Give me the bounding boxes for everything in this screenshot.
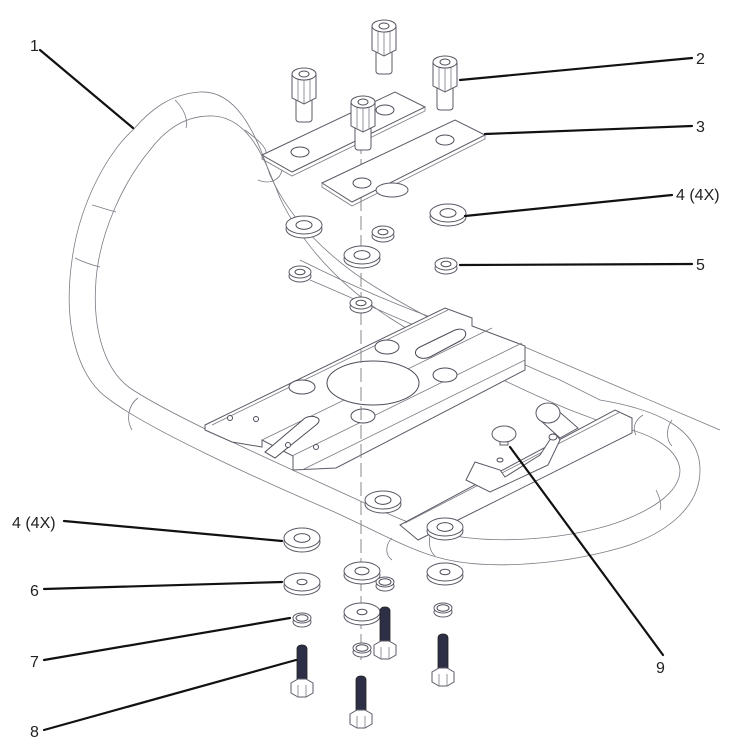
leader-7	[42, 616, 292, 662]
grommet-washer	[343, 245, 381, 269]
spacer-washer	[371, 225, 395, 243]
callout-2: 2	[696, 51, 705, 68]
callout-6: 6	[30, 583, 39, 600]
lock-washer	[433, 602, 453, 618]
spacer-washer	[349, 296, 373, 314]
leader-2	[458, 56, 694, 82]
leader-8	[42, 658, 298, 732]
leader-4-top	[463, 193, 674, 218]
callout-4-top: 4 (4X)	[676, 187, 720, 204]
washers-and-grommets	[283, 203, 467, 658]
latch-knob-left	[491, 425, 517, 446]
lock-washer	[375, 576, 395, 592]
callout-labels: 1 2 3 4 (4X) 5 4 (4X) 6 7 8 9	[12, 38, 720, 741]
strap-plate-right	[320, 119, 487, 207]
fender-washer	[283, 572, 321, 596]
hex-standoffs	[291, 19, 458, 151]
hex-bolt	[373, 606, 397, 660]
grommet-washer	[364, 490, 402, 514]
grommet-washer	[429, 203, 467, 227]
leader-4-bottom	[62, 519, 284, 543]
callout-4-bottom: 4 (4X)	[12, 515, 56, 532]
leader-6	[42, 580, 284, 591]
grommet-washer	[283, 527, 321, 553]
lock-washer	[352, 642, 372, 658]
leader-9	[508, 445, 665, 657]
grommet-washer	[426, 517, 464, 541]
leader-1	[38, 48, 135, 130]
callout-7: 7	[30, 654, 39, 671]
lock-washer	[292, 612, 312, 628]
hex-standoff	[432, 55, 458, 111]
leader-3	[483, 124, 694, 136]
hex-bolt	[349, 675, 373, 729]
hex-bolts	[290, 606, 455, 729]
fender-washer	[426, 562, 464, 586]
fender-washer	[343, 602, 381, 626]
latch-knob-right	[535, 402, 561, 424]
callout-8: 8	[30, 724, 39, 741]
hex-standoff	[350, 95, 376, 151]
leader-lines	[38, 48, 694, 732]
leader-5	[458, 262, 694, 267]
fender-washer	[343, 561, 381, 585]
spacer-washer	[434, 257, 458, 275]
callout-5: 5	[696, 257, 705, 274]
hex-standoff	[371, 19, 397, 75]
callout-3: 3	[696, 119, 705, 136]
latch-assembly	[399, 402, 633, 541]
spacer-washer	[288, 265, 312, 283]
hex-bolt	[290, 644, 314, 698]
mounting-plate	[204, 307, 526, 471]
hex-standoff	[291, 67, 317, 123]
grommet-washer	[285, 215, 323, 239]
callout-9: 9	[656, 660, 665, 677]
hex-bolt	[431, 633, 455, 687]
callout-1: 1	[30, 38, 39, 55]
